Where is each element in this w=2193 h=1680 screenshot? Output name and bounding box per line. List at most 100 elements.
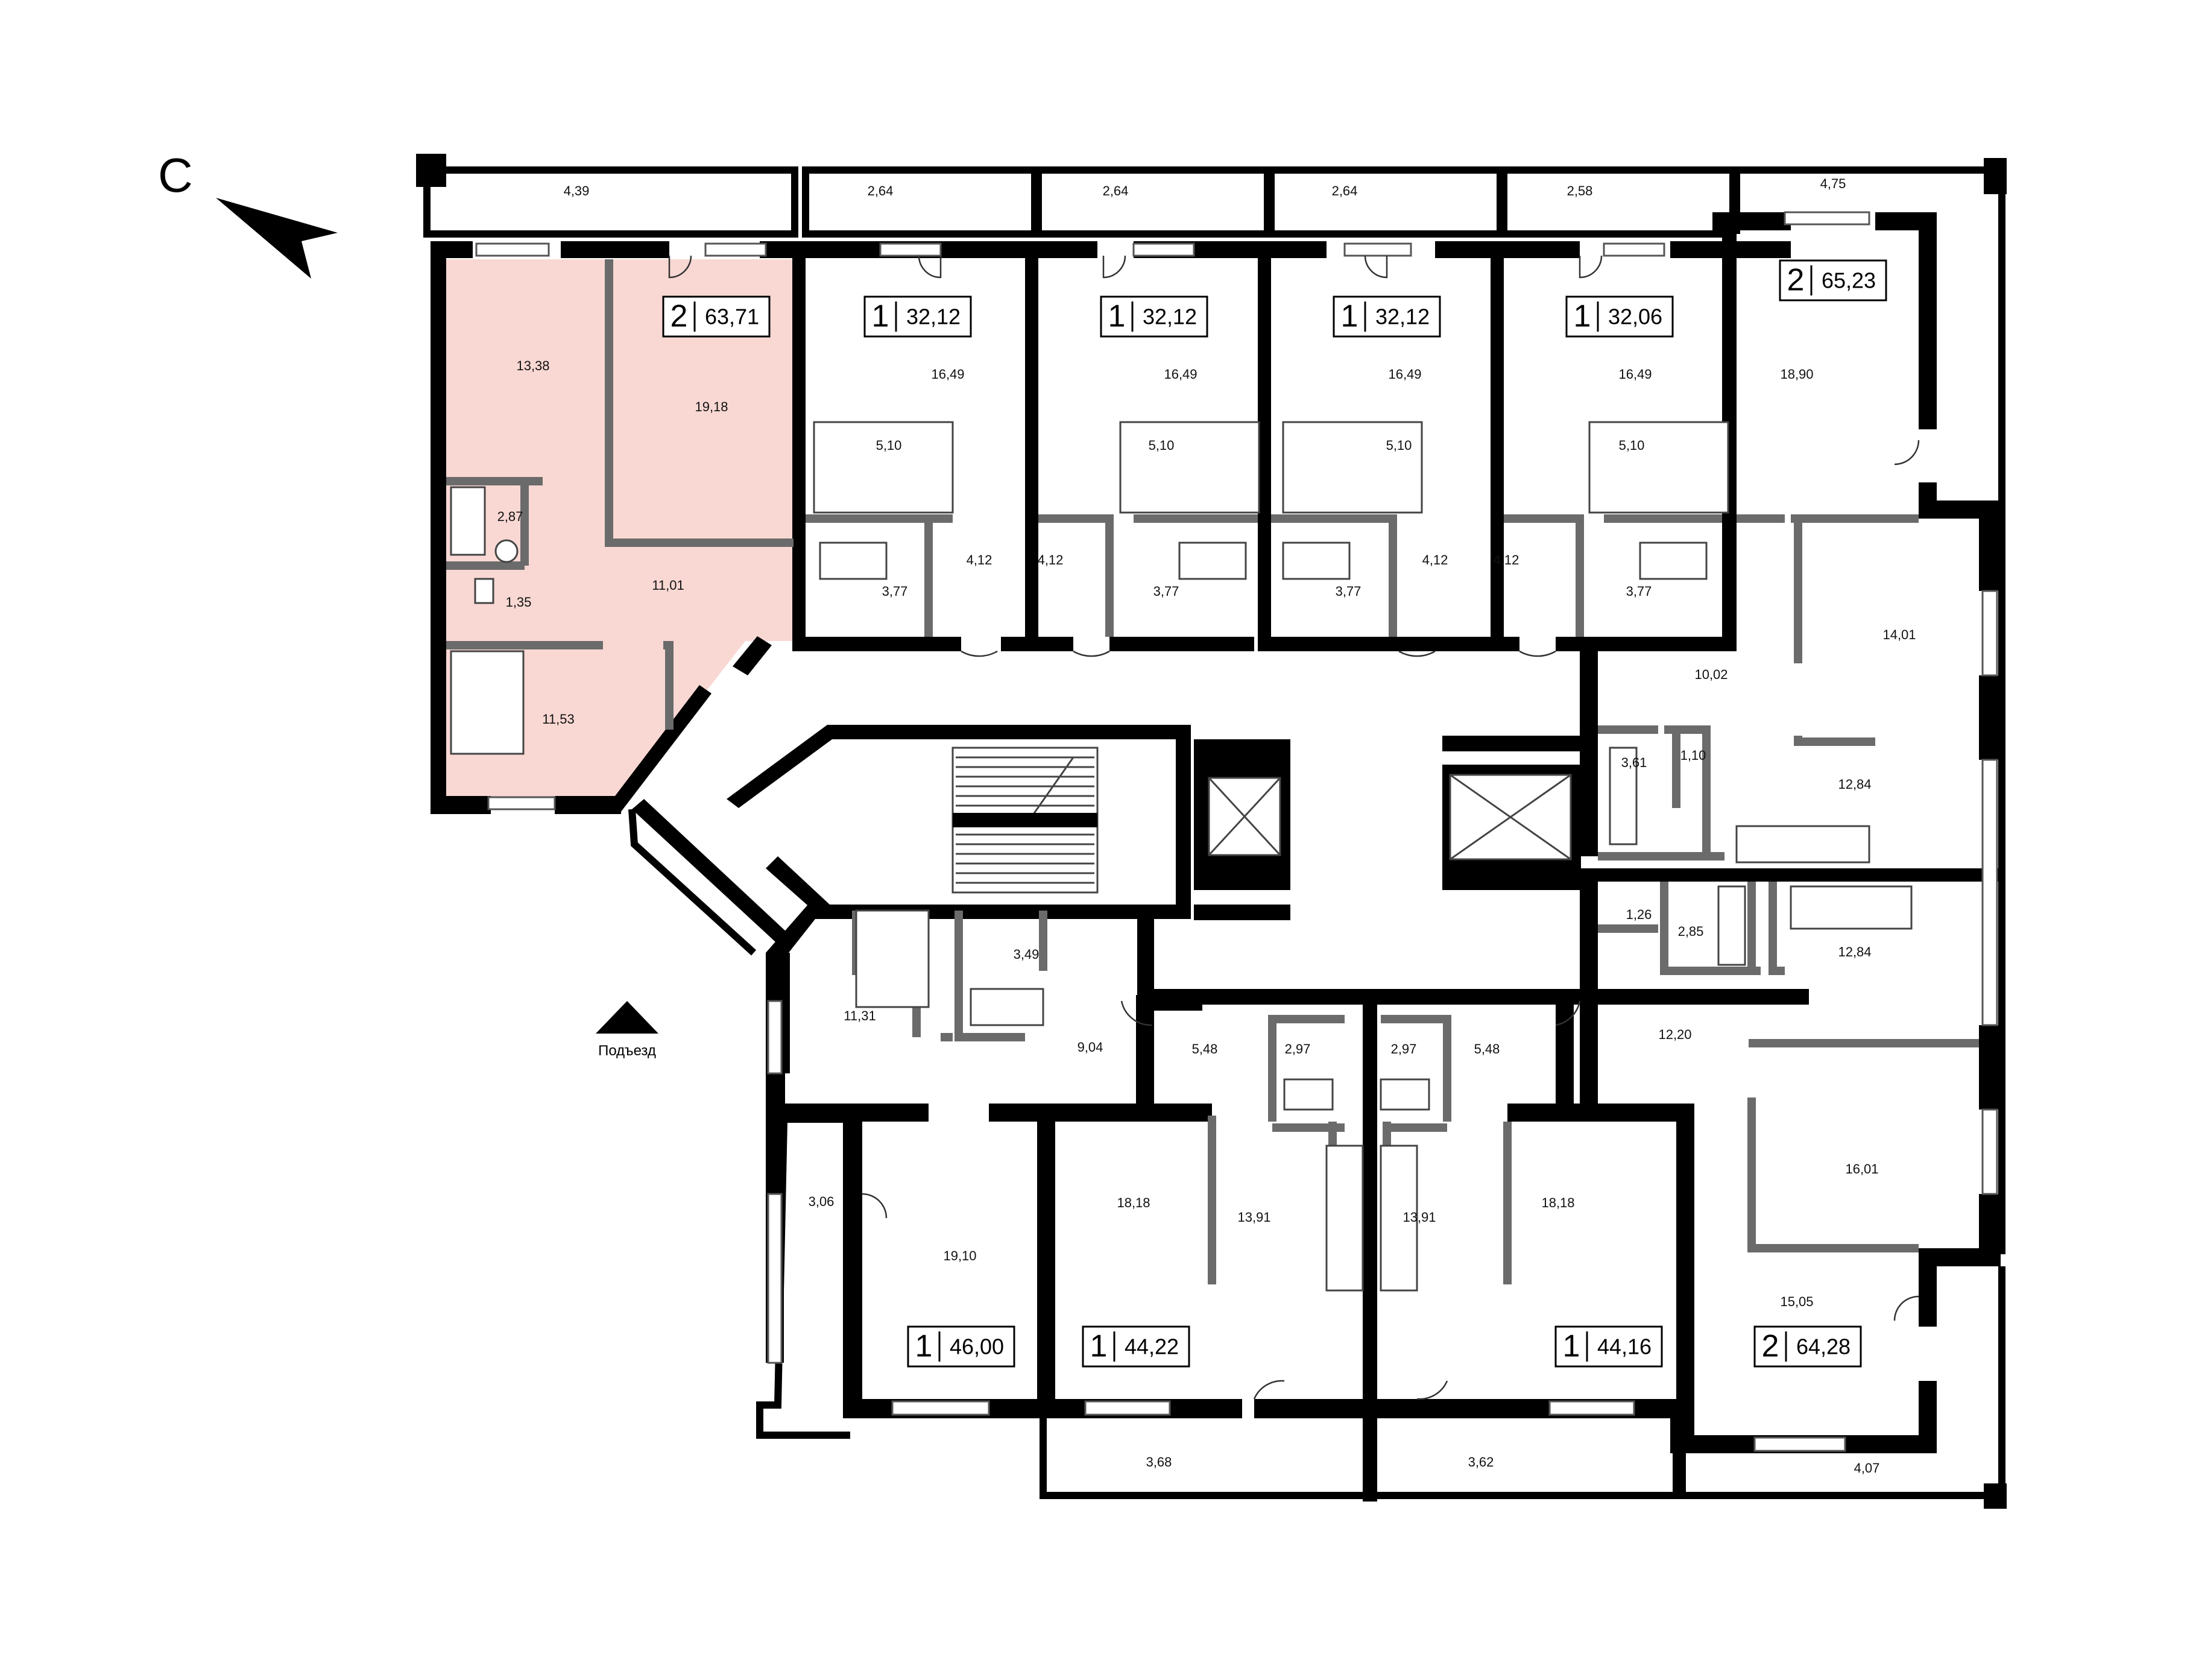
room-area-label: 13,38 xyxy=(516,358,549,373)
diagonal-wall-1 xyxy=(615,685,712,812)
room-area-label: 5,10 xyxy=(1619,438,1645,453)
room-area-label: 4,12 xyxy=(1494,552,1519,567)
wall-cb-2 xyxy=(1556,1104,1694,1122)
badge-frame xyxy=(907,1325,1015,1368)
outer-wall-right-9 xyxy=(1919,1248,1937,1327)
badge-area: 46,00 xyxy=(950,1334,1004,1359)
badge-room-count: 2 xyxy=(671,299,688,334)
room-area-label: 5,48 xyxy=(1192,1041,1218,1056)
room-area-label: 3,77 xyxy=(882,584,908,599)
room-area-label: 16,49 xyxy=(931,367,964,382)
room-area-label: 11,53 xyxy=(542,712,574,727)
room-area-label: 5,10 xyxy=(1386,438,1412,453)
stair-steps xyxy=(953,756,1097,884)
wall-cb-1 xyxy=(1146,989,1809,1005)
outer-wall-left-bottom-2 xyxy=(555,796,621,814)
outer-wall-left-bottom xyxy=(431,796,491,814)
badge-area: 65,23 xyxy=(1822,268,1876,293)
partition-mr-4 xyxy=(1769,880,1785,975)
outer-wall-right-6 xyxy=(1979,1025,2001,1110)
corridor-wall-top-5 xyxy=(1435,637,1519,651)
room-area-label: 4,12 xyxy=(1038,552,1064,567)
badge-area: 44,16 xyxy=(1597,1334,1652,1359)
badge-room-count: 1 xyxy=(1090,1329,1108,1364)
room-area-label: 11,01 xyxy=(652,578,684,593)
badge-frame xyxy=(1779,259,1887,302)
wall-right-block-top xyxy=(1580,712,1598,856)
corner-post-tr xyxy=(1984,158,2007,194)
badge-room-count: 2 xyxy=(1762,1329,1779,1364)
room-area-label: 3,77 xyxy=(1626,584,1652,599)
badge-area: 44,22 xyxy=(1125,1334,1179,1359)
room-area-label: 13,91 xyxy=(1403,1210,1436,1225)
room-area-label: 13,91 xyxy=(1237,1210,1270,1225)
balcony-outline-3 xyxy=(1035,166,1271,238)
badge-area: 32,12 xyxy=(1375,305,1430,329)
highlighted-apartment[interactable] xyxy=(445,259,794,801)
badge-frame xyxy=(1753,1325,1862,1368)
compass-label: С xyxy=(158,148,193,202)
balcony-outline-5 xyxy=(1500,166,1737,238)
room-area-label: 16,01 xyxy=(1845,1161,1878,1176)
badge-area: 64,28 xyxy=(1796,1334,1851,1359)
room-area-label: 2,58 xyxy=(1567,183,1593,198)
wall-vert-a xyxy=(792,241,806,645)
room-area-label: 10,02 xyxy=(1694,667,1728,682)
badge-frame xyxy=(1333,295,1441,338)
room-area-label: 19,10 xyxy=(943,1248,976,1263)
room-area-label: 3,49 xyxy=(1014,947,1040,962)
diagonal-wall-2 xyxy=(733,636,772,675)
room-area-label: 3,61 xyxy=(1621,755,1647,770)
balcony-outline-4 xyxy=(1267,166,1504,238)
badge-area: 63,71 xyxy=(705,305,759,329)
loggia-bottom-1 xyxy=(1040,1418,1372,1499)
room-area-label: 4,12 xyxy=(967,552,992,567)
wall-bl-7 xyxy=(1136,995,1153,1122)
room-area-label: 9,04 xyxy=(1078,1040,1103,1055)
wall-cb-left xyxy=(1363,995,1377,1502)
badge-frame xyxy=(1100,295,1208,338)
room-area-label: 3,06 xyxy=(809,1194,835,1209)
wall-vert-d xyxy=(1491,241,1504,651)
room-area-label: 2,85 xyxy=(1678,924,1704,939)
outer-wall-right-7 xyxy=(1979,1194,2001,1254)
room-area-label: 1,35 xyxy=(506,595,532,610)
wall-bl-3 xyxy=(850,1104,929,1122)
partition-cb-2 xyxy=(1268,1015,1345,1122)
badge-frame xyxy=(1554,1325,1663,1368)
partition-bl-2 xyxy=(955,911,1025,1041)
room-area-label: 19,18 xyxy=(695,399,728,414)
room-area-label: 2,97 xyxy=(1391,1041,1417,1056)
corridor-wall-top-4 xyxy=(1266,637,1435,651)
room-area-label: 12,84 xyxy=(1838,944,1871,959)
corridor-wall-top-2 xyxy=(1001,637,1073,651)
room-area-label: 2,64 xyxy=(868,183,894,198)
wall-mr-horiz xyxy=(1580,868,2002,882)
room-area-label: 16,49 xyxy=(1388,367,1421,382)
room-area-label: 16,49 xyxy=(1618,367,1652,382)
room-area-label: 2,64 xyxy=(1103,183,1129,198)
room-area-label: 15,05 xyxy=(1780,1294,1813,1309)
room-area-label: 4,12 xyxy=(1422,552,1448,567)
doors xyxy=(668,255,1920,1400)
room-area-label: 5,10 xyxy=(1149,438,1175,453)
room-area-label: 3,77 xyxy=(1153,584,1179,599)
badge-room-count: 1 xyxy=(915,1329,933,1364)
room-area-label: 14,01 xyxy=(1882,627,1916,642)
room-area-label: 4,75 xyxy=(1820,176,1846,191)
badge-room-count: 1 xyxy=(872,299,889,334)
room-area-label: 1,26 xyxy=(1626,907,1652,922)
badge-room-count: 1 xyxy=(1108,299,1126,334)
badge-area: 32,12 xyxy=(1143,305,1197,329)
